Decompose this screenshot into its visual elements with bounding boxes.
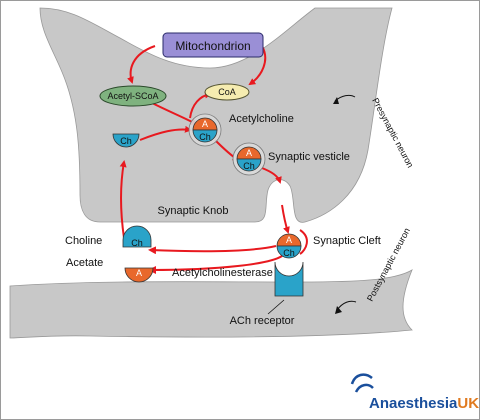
choline-label: Choline <box>65 235 102 247</box>
choline-glyph: Ch <box>243 161 255 171</box>
acetylcholine-in-cleft: A Ch <box>276 233 302 259</box>
acetyl-glyph: A <box>286 235 292 245</box>
presynaptic-neuron-label: Presynaptic neuron <box>370 96 415 169</box>
choline-glyph: Ch <box>199 132 211 142</box>
mitochondrion: Mitochondrion <box>162 32 264 58</box>
acetyl-glyph: A <box>246 148 252 158</box>
synaptic-cleft-label: Synaptic Cleft <box>313 235 381 247</box>
acetyl-glyph: A <box>202 119 208 129</box>
coa-label: CoA <box>218 87 236 97</box>
logo-text-part1: AnaesthesiaUK <box>369 395 479 412</box>
acetate-label: Acetate <box>66 257 103 269</box>
choline-glyph: Ch <box>131 238 143 248</box>
synaptic-vesicle: A Ch <box>232 142 266 176</box>
acetyl-glyph: A <box>136 268 142 278</box>
acetylcholine-molecule: A Ch <box>188 113 222 147</box>
choline-in-knob: Ch <box>112 133 140 148</box>
postsynaptic-membrane <box>9 269 413 339</box>
presynaptic-terminal <box>39 7 393 223</box>
choline-glyph: Ch <box>283 248 295 258</box>
mitochondrion-label: Mitochondrion <box>175 39 250 53</box>
pathway-arrows <box>119 45 308 274</box>
logo-swoosh-icon <box>354 383 374 393</box>
logo-swoosh-icon <box>350 373 373 385</box>
synaptic-vesicle-label: Synaptic vesticle <box>268 151 350 163</box>
acetyl-scoa: Acetyl-SCoA <box>99 85 167 107</box>
synaptic-knob-label: Synaptic Knob <box>158 205 229 217</box>
ach-receptor-pointer <box>267 299 285 315</box>
ach-receptor-label: ACh receptor <box>230 315 295 327</box>
ach-receptor <box>274 261 304 297</box>
coa: CoA <box>204 83 250 101</box>
acetyl-scoa-label: Acetyl-SCoA <box>107 91 158 101</box>
acetylcholine-label: Acetylcholine <box>229 113 294 125</box>
choline-in-cleft: Ch <box>122 225 152 248</box>
anaesthesiauk-logo: AnaesthesiaUK <box>350 373 479 412</box>
acetate: A <box>124 267 154 283</box>
choline-glyph: Ch <box>120 136 132 146</box>
acetylcholinesterase-label: Acetylcholinesterase <box>172 267 273 279</box>
